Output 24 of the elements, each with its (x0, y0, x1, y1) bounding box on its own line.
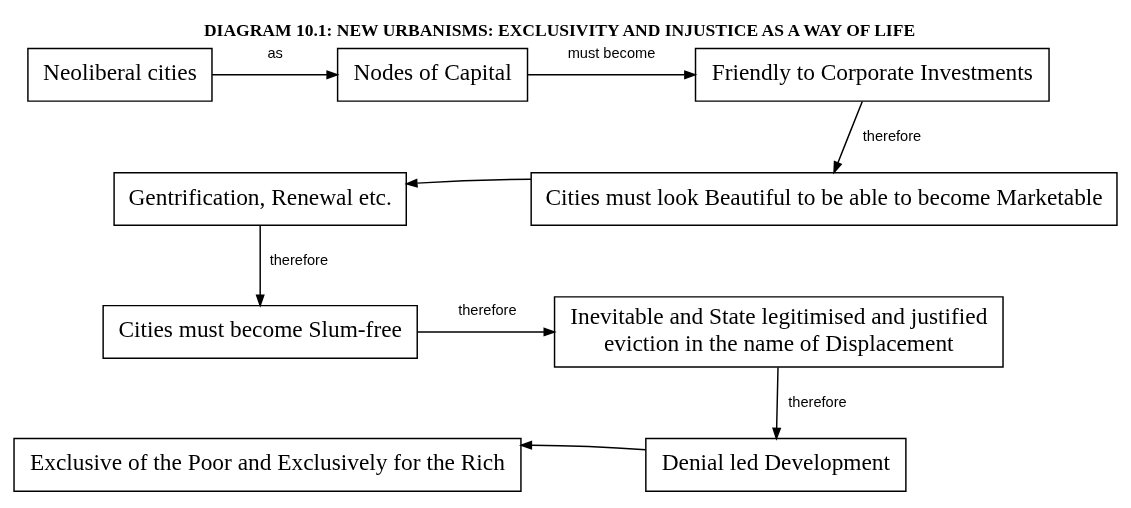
edge-label: as (267, 44, 283, 61)
node-box: Exclusive of the Poor and Exclusively for the Rich (13, 437, 522, 492)
node-box: Gentrification, Renewal etc. (113, 171, 407, 226)
node-box: Cities must become Slum-free (102, 304, 418, 359)
edge-label: must become (567, 44, 656, 61)
node-box: Denial led Development (645, 437, 907, 492)
diagram-title: DIAGRAM 10.1: NEW URBANISMS: EXCLUSIVITY AND INJUSTICE AS A WAY OF LIFE (203, 19, 916, 40)
node-box: Inevitable and State legitimised and justified eviction in the name of Displacement (553, 295, 1004, 368)
edge-label: therefore (269, 251, 329, 268)
arrow (255, 224, 265, 308)
edge-label: therefore (788, 393, 847, 410)
arrow (404, 178, 532, 188)
edge-label: therefore (458, 301, 517, 318)
arrow (527, 69, 698, 79)
arrow (833, 100, 863, 174)
node-box: Nodes of Capital (336, 47, 529, 102)
arrow (518, 440, 647, 451)
node-box: Cities must look Beautiful to be able to become Marketable (530, 171, 1118, 226)
node-box: Neoliberal cities (27, 47, 213, 102)
node-box: Friendly to Corporate Investments (694, 47, 1050, 102)
edge-label: therefore (862, 127, 922, 144)
arrow (417, 326, 557, 337)
arrow (772, 366, 782, 441)
arrow (211, 69, 340, 79)
